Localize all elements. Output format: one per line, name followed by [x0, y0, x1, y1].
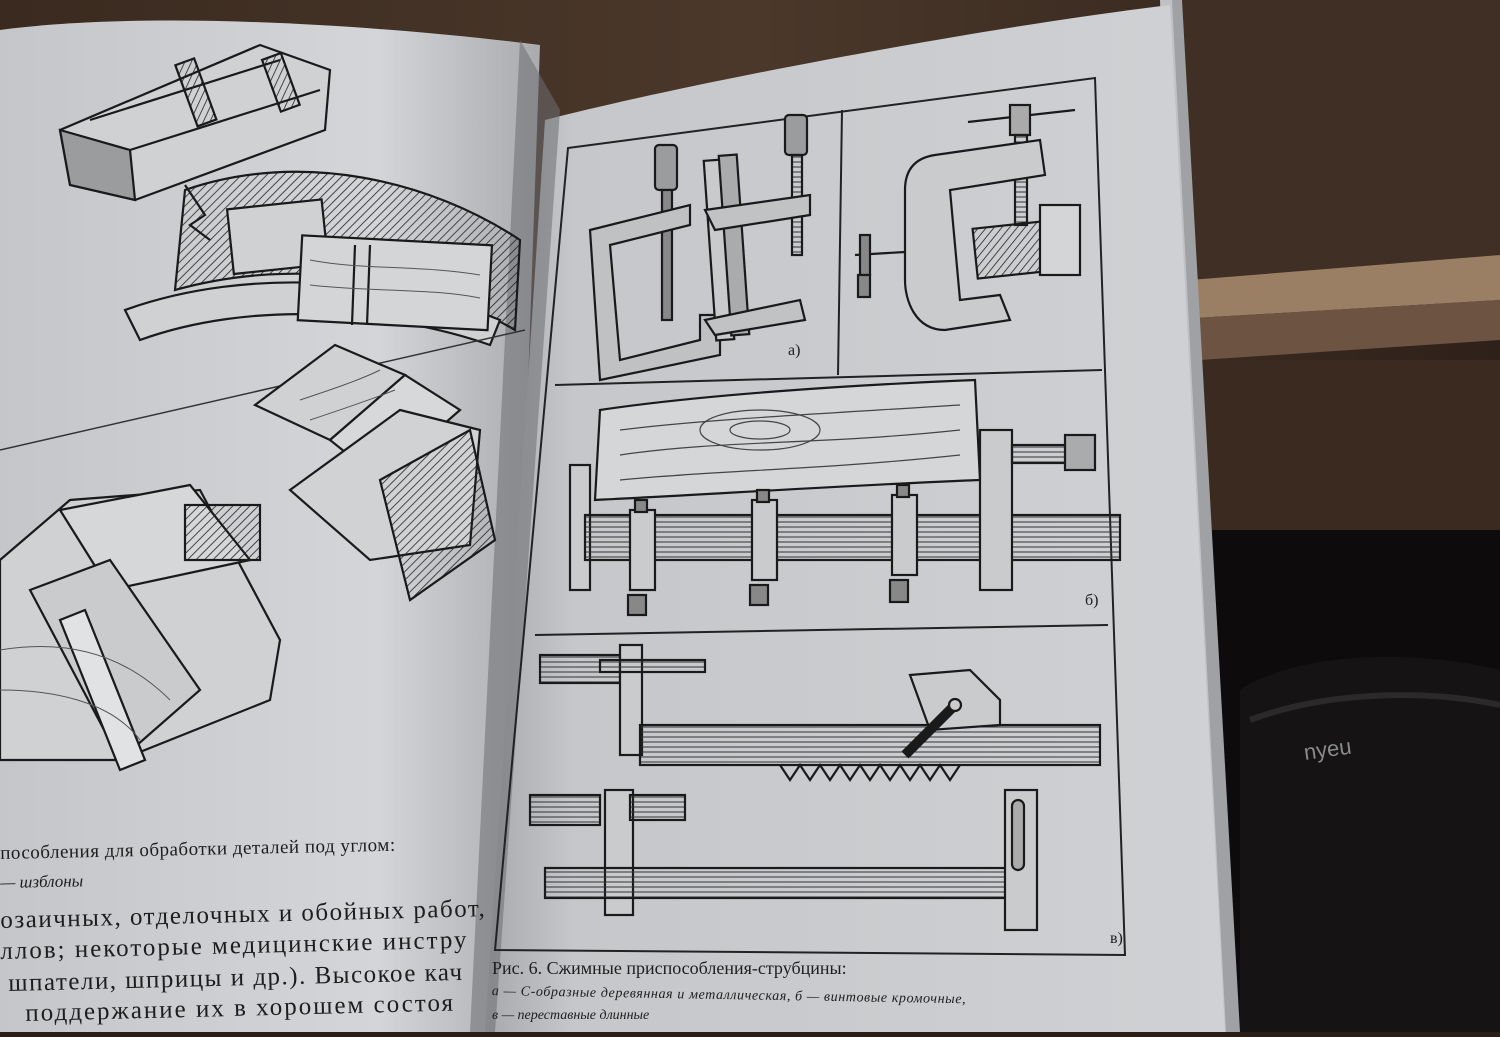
angle-block-illustration: [252, 343, 497, 602]
shelf-edge: [1190, 255, 1500, 318]
corner-jig-illustration: [0, 483, 282, 772]
miter-box-illustration: [58, 43, 332, 202]
curved-template-illustration: [123, 170, 522, 347]
panel-b-label: б): [1085, 592, 1098, 609]
figure-caption: Рис. 6. Сжимные приспособления-струбцины…: [492, 958, 847, 978]
c-clamp-metal-illustration: [854, 103, 1082, 332]
figure-legend-line-2: в — переставные длинные: [492, 1008, 650, 1023]
panel-c-label: в): [1110, 930, 1123, 947]
edge-clamp-illustration: [568, 378, 1122, 617]
figure-frame: [493, 76, 1127, 957]
c-clamp-wooden-illustration: [588, 113, 812, 382]
book-gutter: [470, 40, 560, 1032]
panel-a-label: а): [788, 342, 800, 359]
bar-clamp-illustration: [528, 643, 1102, 932]
left-caption-line-2: — шзблоны: [0, 871, 84, 892]
